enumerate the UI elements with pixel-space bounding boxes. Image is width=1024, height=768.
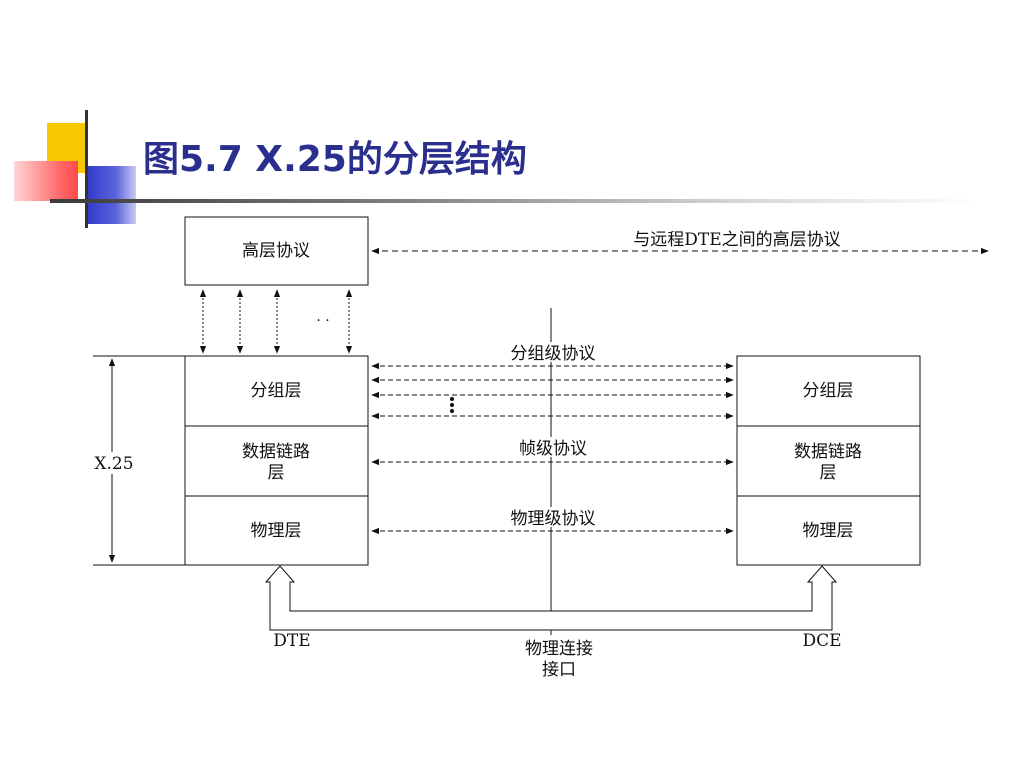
- packet-protocol-label-backdrop: [470, 342, 635, 362]
- packet-protocol-label: 分组级协议: [511, 344, 596, 364]
- vertical-ellipsis-dot: [450, 409, 454, 413]
- x25-label: X.25: [94, 454, 133, 474]
- right-datalink-layer-box: [736, 425, 921, 497]
- left-datalink-layer-box: [184, 425, 369, 497]
- right-packet-layer-box: [736, 355, 921, 427]
- deco-vertical-line: [85, 110, 88, 228]
- left-packet-layer-label: 分组层: [251, 381, 302, 401]
- left-packet-layer-box: [184, 355, 369, 427]
- left-physical-layer-label: 物理层: [251, 521, 302, 541]
- right-physical-layer-box: [736, 495, 921, 566]
- high-layer-box: [184, 216, 369, 286]
- dte-label: DTE: [273, 631, 310, 651]
- high-layer-label: 高层协议: [242, 241, 310, 261]
- left-datalink-layer-label-2: 层: [268, 463, 285, 483]
- vertical-ellipsis-dot: [450, 397, 454, 401]
- dce-label: DCE: [802, 631, 841, 651]
- x25-label-backdrop: [82, 452, 144, 474]
- deco-red-block: [14, 161, 78, 201]
- ellipsis-dots: · ·: [316, 313, 329, 329]
- deco-blue-block: [86, 166, 136, 224]
- left-datalink-layer-label: 数据链路: [242, 442, 310, 462]
- frame-protocol-label-backdrop: [485, 437, 620, 457]
- title-underline: [50, 199, 980, 203]
- right-packet-layer-label: 分组层: [803, 381, 854, 401]
- physical-protocol-label: 物理级协议: [511, 509, 596, 529]
- interface-label-line2: 接口: [542, 660, 576, 680]
- physical-protocol-label-backdrop: [470, 507, 635, 527]
- physical-interface-arrow: [264, 565, 838, 631]
- right-physical-layer-label: 物理层: [803, 521, 854, 541]
- interface-label-line1: 物理连接: [525, 639, 593, 659]
- right-datalink-layer-label-2: 层: [820, 463, 837, 483]
- remote-dte-arrow-label: 与远程DTE之间的高层协议: [633, 230, 840, 250]
- vertical-ellipsis-dot: [450, 403, 454, 407]
- frame-protocol-label: 帧级协议: [519, 439, 587, 459]
- right-datalink-layer-label: 数据链路: [794, 442, 862, 462]
- slide-title: 图5.7 X.25的分层结构: [143, 139, 527, 180]
- left-physical-layer-box: [184, 495, 369, 566]
